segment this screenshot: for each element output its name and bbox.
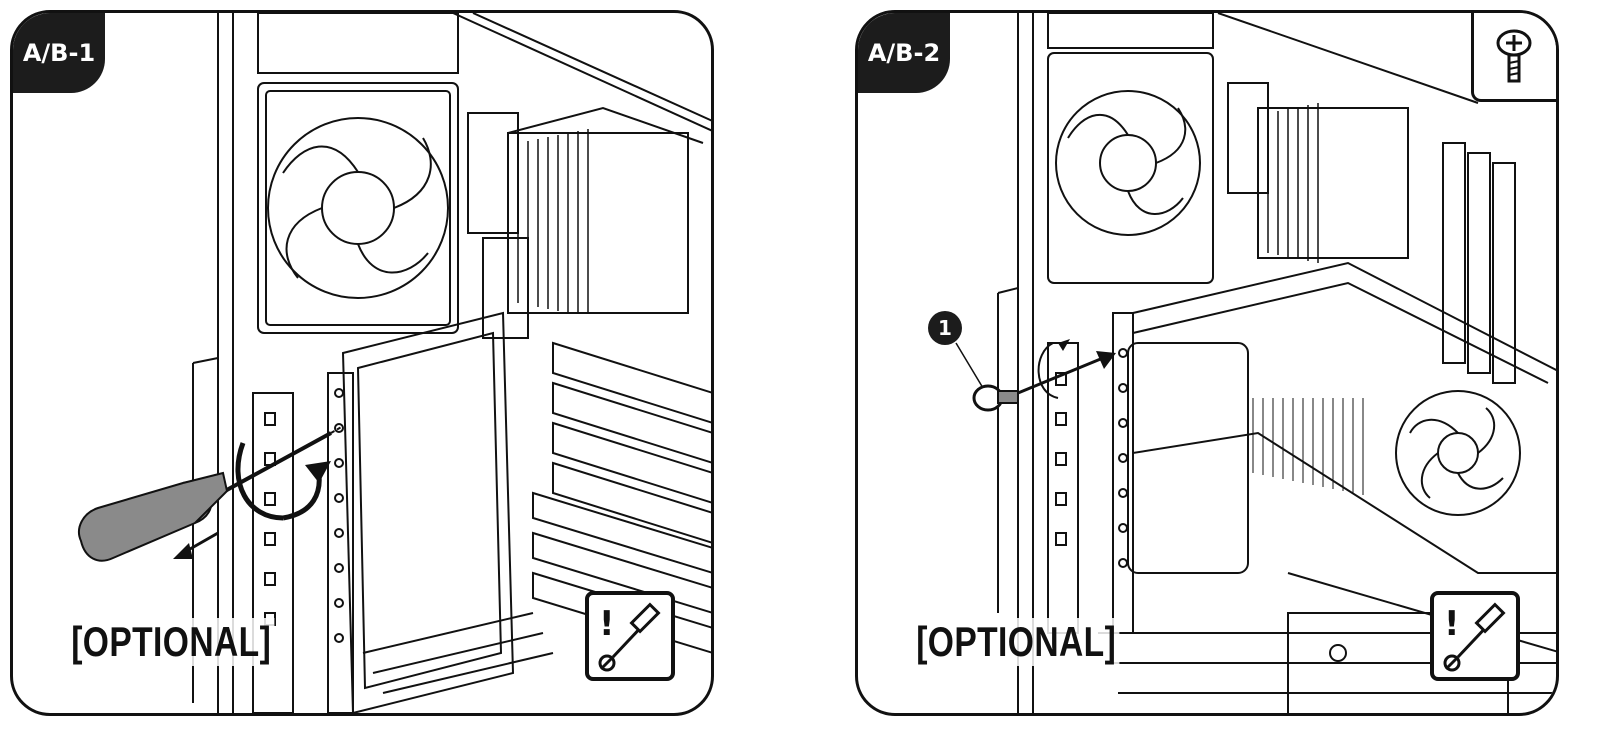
callout-1: 1 <box>928 311 962 345</box>
screwdriver-caution-icon: ! <box>1430 591 1520 681</box>
pc-case-interior-illustration <box>955 13 1556 713</box>
step-panel-1: A/B-1 <box>10 10 714 716</box>
screw-icon <box>1471 13 1556 102</box>
optional-tag: [OPTIONAL] <box>913 618 1120 666</box>
step-label: A/B-2 <box>858 13 950 93</box>
screw-illustration <box>972 384 1019 412</box>
screwdriver-caution-icon: ! <box>585 591 675 681</box>
optional-tag: [OPTIONAL] <box>68 618 275 666</box>
svg-text:!: ! <box>599 604 615 644</box>
screwdriver-illustration <box>78 425 344 562</box>
svg-text:!: ! <box>1444 604 1460 644</box>
step-label: A/B-1 <box>13 13 105 93</box>
step-panel-2: A/B-2 <box>855 10 1559 716</box>
